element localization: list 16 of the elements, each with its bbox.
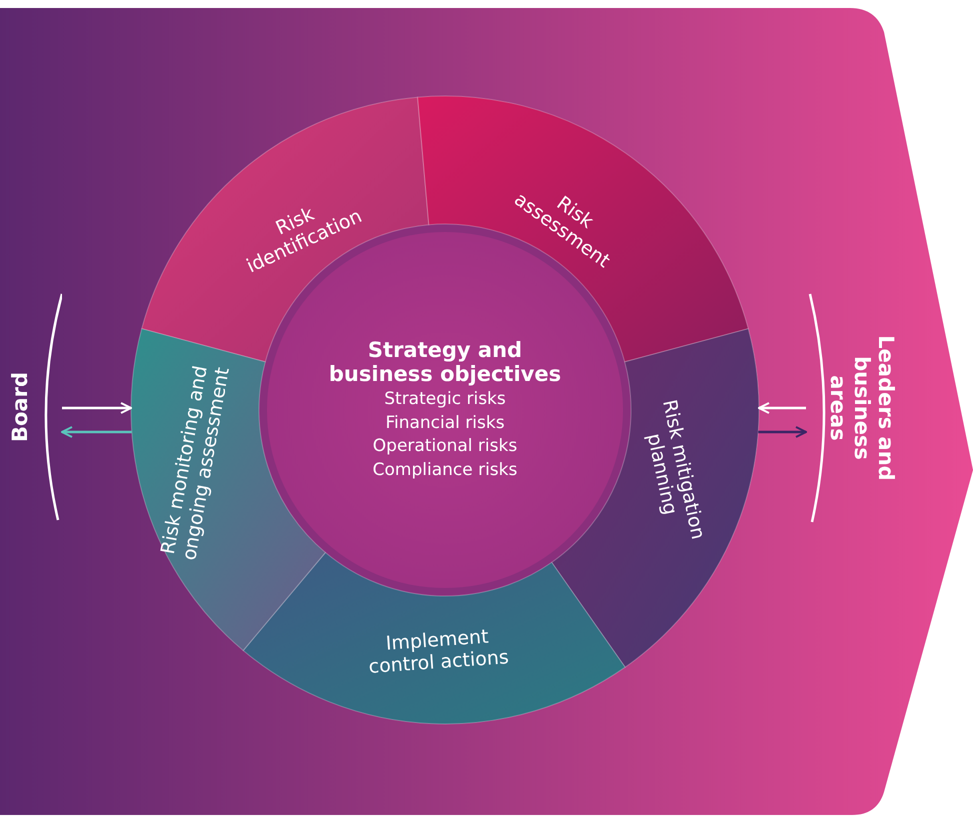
arrow xyxy=(758,426,807,438)
arrow xyxy=(61,426,132,438)
list-item: Strategic risks xyxy=(384,390,506,410)
arrow xyxy=(62,402,132,414)
cycle-segment xyxy=(131,328,326,651)
list-item: Financial risks xyxy=(385,414,505,434)
node-label: Board xyxy=(8,371,32,444)
node-label: Implement control actions xyxy=(366,624,510,680)
arrow xyxy=(758,402,806,414)
list-item: Operational risks xyxy=(372,437,518,457)
cycle-segment xyxy=(243,552,626,724)
node-label: Risk mitigation planning xyxy=(642,396,709,544)
node-label: Strategy and business objectives xyxy=(328,338,562,386)
list-item: Compliance risks xyxy=(372,460,518,480)
node-label: Risk monitoring and ongoing assessment xyxy=(156,363,235,564)
node-label: Leaders and business areas xyxy=(826,334,898,483)
